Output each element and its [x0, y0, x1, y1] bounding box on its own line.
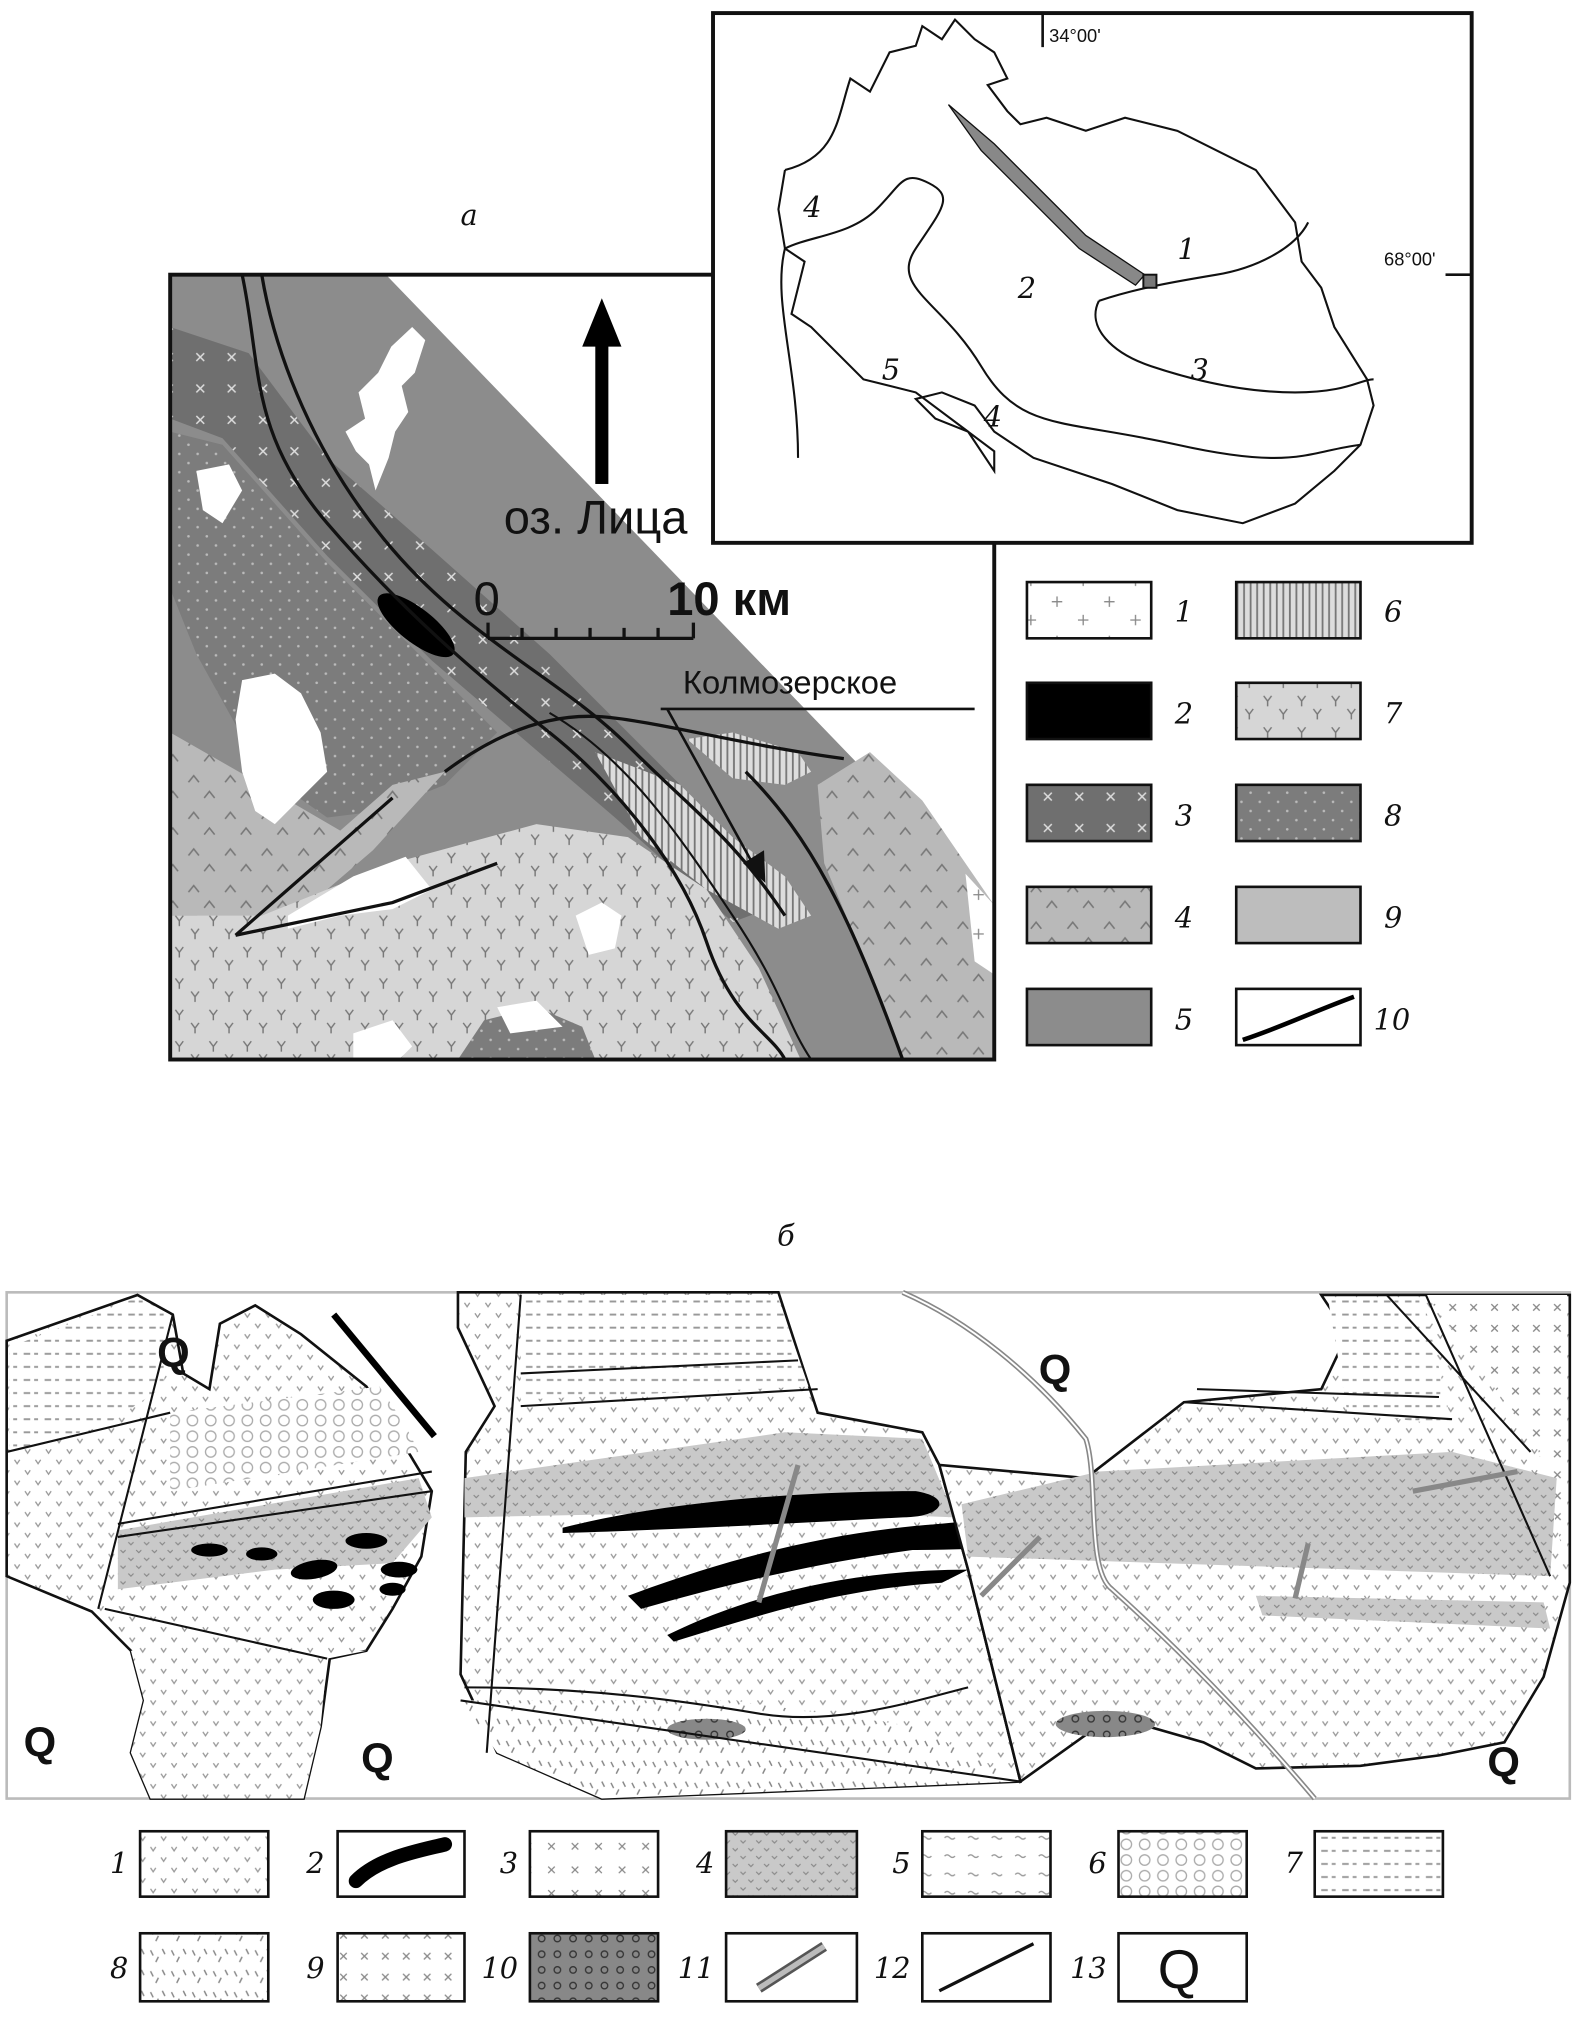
legend-a-item-6: 6 — [1234, 580, 1402, 640]
legend-a-item-1: 1 — [1025, 580, 1193, 640]
needle-symbol — [331, 1312, 437, 1439]
svg-text:6: 6 — [1088, 1846, 1106, 1880]
legend-a-item-3: 3 — [1025, 783, 1193, 843]
inset-region-1: 1 — [1177, 232, 1195, 266]
panel-b-label: б — [777, 1218, 795, 1252]
svg-text:8: 8 — [1384, 798, 1402, 832]
legend-b: 1 2 3 4 5 6 7 8 9 10 11 12 13 Q — [110, 1829, 1445, 2003]
unit-6-area — [595, 752, 812, 929]
legend-a-item-10: 10 — [1234, 987, 1411, 1047]
legend-a-item-9: 9 — [1234, 885, 1402, 945]
legend-a-item-4: 4 — [1025, 885, 1193, 945]
svg-text:5: 5 — [1175, 1002, 1193, 1036]
svg-text:2: 2 — [1174, 696, 1193, 730]
legend-b-item-6: 6 — [1088, 1829, 1249, 1898]
veins — [756, 1464, 1518, 1604]
legend-b-item-13: 13 Q — [1070, 1931, 1249, 2003]
q-label: Q — [361, 1734, 394, 1781]
legend-a-item-7: 7 — [1234, 681, 1403, 741]
main-map-frame — [168, 272, 997, 1062]
lake-top — [345, 327, 426, 491]
lake-left — [235, 673, 328, 825]
svg-text:Q: Q — [1158, 1938, 1201, 2000]
legend-a: 1 2 3 4 5 6 7 8 9 10 — [1025, 580, 1411, 1047]
svg-text:5: 5 — [892, 1846, 910, 1880]
inset-latitude: 68°00' — [1384, 249, 1436, 270]
svg-text:10: 10 — [481, 1951, 518, 1985]
q-label: Q — [157, 1329, 190, 1376]
lake-label: оз. Лица — [504, 491, 689, 544]
svg-text:9: 9 — [1384, 900, 1402, 934]
svg-text:1: 1 — [110, 1846, 128, 1880]
inset-belt — [947, 104, 1146, 287]
svg-text:4: 4 — [1174, 900, 1193, 934]
legend-b-item-8: 8 — [110, 1931, 270, 2003]
scale-end: 10 км — [667, 572, 791, 625]
q-label: Q — [24, 1719, 57, 1766]
map-b: Q Q Q Q Q — [5, 1289, 1572, 1801]
svg-text:3: 3 — [500, 1846, 518, 1880]
legend-a-item-8: 8 — [1234, 783, 1402, 843]
unit-1-area-edge — [965, 873, 995, 975]
inset-region-4: 4 — [802, 190, 821, 224]
legend-b-item-10: 10 — [481, 1931, 660, 2003]
inset-map: 1 2 3 4 4 5 34°00' 68°00' — [711, 11, 1474, 545]
svg-text:11: 11 — [678, 1951, 715, 1985]
inset-region-5: 5 — [882, 352, 900, 386]
legend-b-item-5: 5 — [892, 1829, 1052, 1898]
scale-bar: 0 10 км — [474, 572, 791, 640]
inset-region-2: 2 — [1017, 271, 1036, 305]
svg-text:13: 13 — [1070, 1951, 1107, 1985]
svg-text:4: 4 — [695, 1846, 714, 1880]
svg-text:9: 9 — [306, 1951, 324, 1985]
legend-b-item-9: 9 — [306, 1931, 466, 2003]
unit-4-area-right — [817, 752, 995, 1060]
deposit-label: Колмозерское — [683, 663, 897, 700]
unit-7-area — [170, 824, 801, 1060]
legend-b-item-12: 12 — [874, 1931, 1052, 2003]
inset-longitude: 34°00' — [1049, 25, 1101, 46]
svg-text:10: 10 — [1374, 1002, 1411, 1036]
svg-text:2: 2 — [305, 1846, 324, 1880]
svg-text:1: 1 — [1175, 594, 1193, 628]
unit-4-area-left — [170, 732, 445, 932]
unit-2-body — [377, 593, 455, 658]
legend-b-item-1: 1 — [110, 1829, 270, 1898]
q-label: Q — [1487, 1738, 1520, 1785]
unit-8-area-bottom — [457, 1007, 596, 1060]
inset-study-area — [1142, 273, 1158, 289]
legend-b-item-3: 3 — [500, 1829, 660, 1898]
inset-region-3: 3 — [1190, 352, 1208, 386]
svg-text:7: 7 — [1285, 1846, 1304, 1880]
legend-b-item-4: 4 — [695, 1829, 859, 1898]
deposit-leader — [660, 707, 975, 871]
legend-a-item-2: 2 — [1025, 681, 1193, 741]
lake-top-left — [196, 464, 243, 524]
svg-text:12: 12 — [874, 1951, 911, 1985]
inset-region-4b: 4 — [983, 399, 1002, 433]
svg-text:7: 7 — [1384, 696, 1403, 730]
deposit-arrow — [743, 850, 766, 883]
svg-text:6: 6 — [1384, 594, 1402, 628]
legend-a-item-5: 5 — [1025, 987, 1193, 1047]
svg-text:8: 8 — [110, 1951, 128, 1985]
scale-zero: 0 — [474, 572, 500, 625]
q-label: Q — [1039, 1346, 1072, 1393]
panel-a-label: а — [461, 198, 478, 232]
legend-b-item-7: 7 — [1285, 1829, 1445, 1898]
north-arrow — [582, 298, 622, 484]
ore-lenses-left — [191, 1533, 418, 1609]
unit-6-area-2 — [686, 732, 812, 785]
legend-b-item-2: 2 — [305, 1829, 466, 1898]
legend-b-item-11: 11 — [678, 1931, 859, 2003]
svg-text:3: 3 — [1175, 798, 1193, 832]
